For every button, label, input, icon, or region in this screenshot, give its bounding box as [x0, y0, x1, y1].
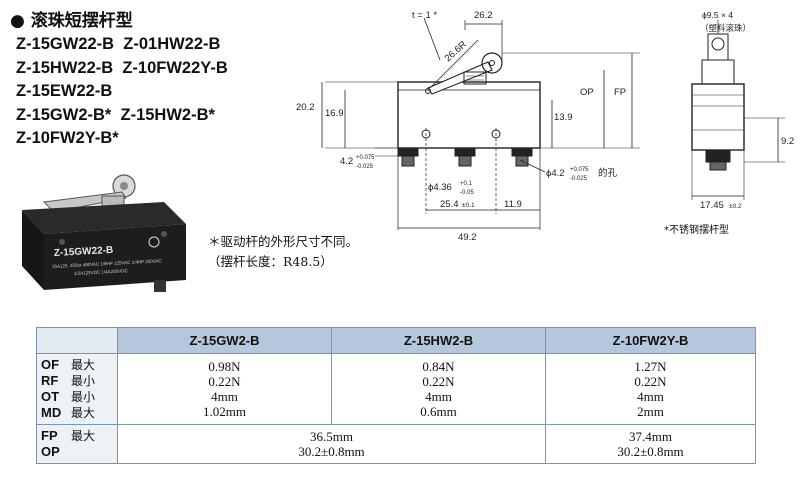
dim-roller: ϕ9.5 × 4	[702, 10, 733, 20]
lever-note-line1: ＊驱动杆的外形尺寸不同。	[208, 234, 359, 249]
dim-25-4: 25.4	[440, 199, 459, 210]
model-line: Z-10FW2Y-B*	[16, 129, 119, 147]
dim-25-4-tol: ±0.1	[462, 202, 475, 209]
model-line: Z-15GW2-B* Z-15HW2-B*	[16, 105, 215, 124]
dim-49-2: 49.2	[458, 232, 477, 243]
col-header: Z-10FW2Y-B	[545, 327, 756, 354]
table-corner	[36, 327, 118, 354]
photo-rating-label-2: 1/2A125VDC 1/4A250VDC	[74, 268, 129, 276]
model-line: Z-15GW22-B Z-01HW22-B	[16, 35, 221, 53]
dim-26-2: 26.2	[474, 10, 493, 21]
certification-icon	[148, 236, 160, 248]
dim-20-2: 20.2	[296, 102, 315, 113]
dim-17-45-tol: ±0.2	[729, 203, 742, 210]
title-text: 滚珠短摆杆型	[30, 11, 133, 31]
section-title: ● 滚珠短摆杆型	[10, 6, 133, 31]
dimension-drawing: t = 1 * 26.2 26.6R 20.2 16.9 OP FP 13.9 …	[296, 10, 794, 243]
model-list: Z-15GW22-B Z-01HW22-B Z-15HW22-B Z-10FW2…	[16, 33, 228, 151]
bullet-icon: ●	[10, 11, 25, 31]
dim-4-36-tol-up: +0.1	[460, 181, 473, 187]
dim-4-36-tol-dn: -0.05	[460, 190, 474, 196]
model-line: Z-15HW22-B Z-10FW22Y-B	[16, 58, 228, 77]
dim-hole-tol-dn: -0.025	[570, 176, 588, 182]
dim-roller-cn: （塑料滚珠）	[700, 23, 751, 33]
dim-radius: 26.6R	[443, 39, 469, 64]
table-header-row: Z-15GW2-B Z-15HW2-B Z-10FW2Y-B	[36, 327, 756, 354]
photo-rating-label: 15A125, 250or 480VAC 1/8HP 125VAC 1/4HP …	[52, 258, 163, 269]
dim-4-36: ϕ4.36	[428, 182, 452, 193]
dim-13-9: 13.9	[554, 112, 573, 123]
col-header: Z-15HW2-B	[331, 327, 546, 354]
model-line: Z-15EW22-B	[16, 82, 113, 100]
dim-hole-suffix: 的孔	[598, 167, 618, 179]
dim-11-9: 11.9	[504, 199, 522, 210]
photo-model-label: Z-15GW22-B	[54, 245, 114, 259]
lever-note-line2: （摆杆长度：R48.5）	[208, 254, 333, 269]
dim-op: OP	[580, 87, 594, 98]
dim-4-2-tol-up: +0.075	[356, 155, 375, 161]
switch-photo: Z-15GW22-B 15A125, 250or 480VAC 1/8HP 12…	[22, 174, 186, 292]
dim-16-9: 16.9	[325, 108, 344, 119]
dim-hole: ϕ4.2	[546, 168, 565, 179]
dim-hole-tol-up: +0.075	[570, 167, 589, 173]
dim-17-45: 17.45	[700, 200, 724, 211]
dim-4-2-tol-dn: -0.025	[356, 164, 374, 170]
lever-note: ＊驱动杆的外形尺寸不同。 （摆杆长度：R48.5）	[208, 232, 358, 272]
dim-fp: FP	[614, 87, 626, 98]
dim-9-2: 9.2	[781, 136, 794, 147]
col-header: Z-15GW2-B	[117, 327, 332, 354]
steel-lever-note: *不锈钢摆杆型	[664, 225, 729, 236]
dim-thickness: t = 1 *	[412, 10, 437, 21]
dim-4-2: 4.2	[340, 156, 353, 167]
